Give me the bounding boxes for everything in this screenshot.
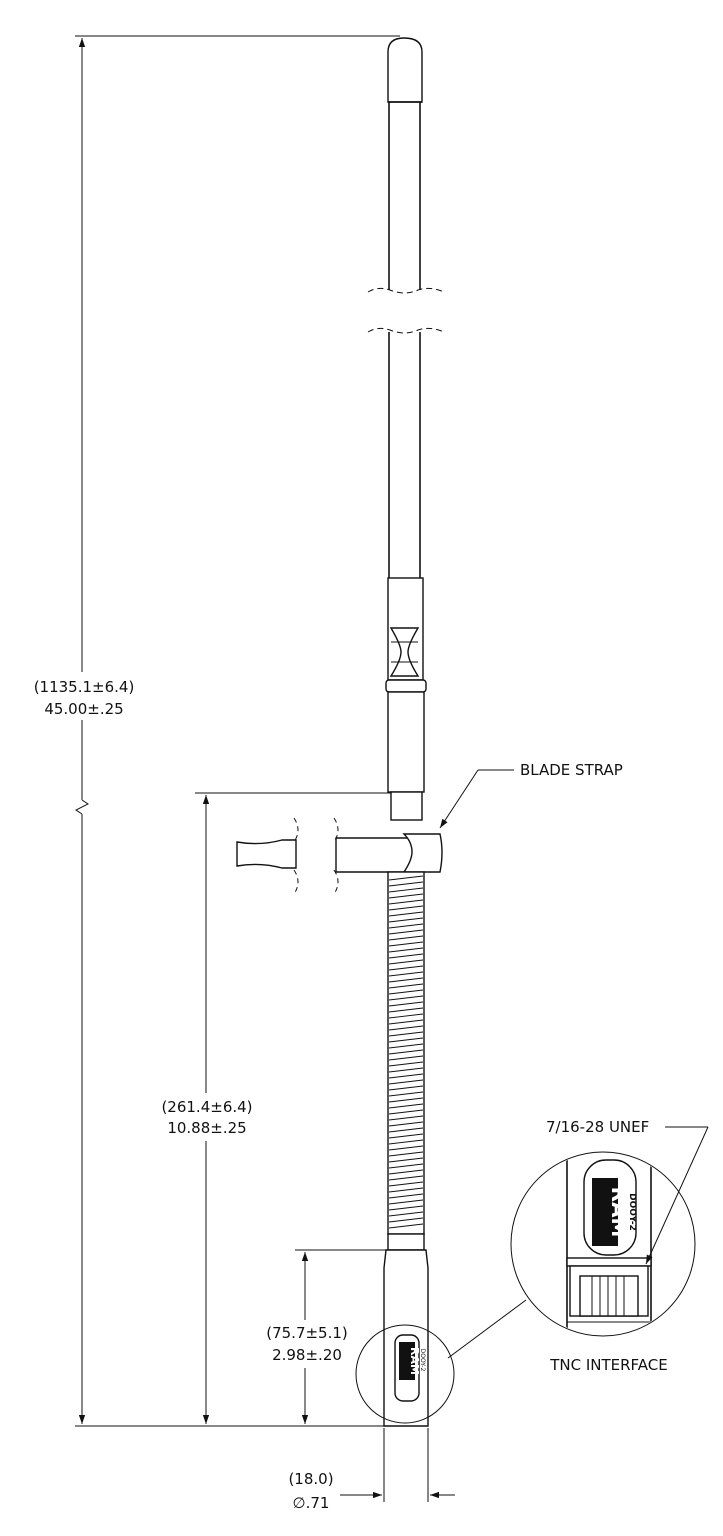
diameter-metric: (18.0) — [288, 1470, 333, 1488]
blade-strap-label: BLADE STRAP — [520, 761, 623, 779]
spring-coil — [388, 1109, 424, 1115]
spring-coil — [388, 1139, 424, 1145]
antenna-whip — [367, 37, 445, 578]
spring-coil — [388, 1205, 424, 1211]
spring-coil — [388, 881, 424, 887]
spring-coil — [388, 965, 424, 971]
spring-coil — [388, 1037, 424, 1043]
spring-coil — [388, 1133, 424, 1139]
blade-strap-leader — [439, 769, 514, 829]
dimension-overall-height — [75, 38, 89, 1424]
spring-coil — [388, 1097, 424, 1103]
spring-coil — [388, 1019, 424, 1025]
spring-coil — [388, 935, 424, 941]
spring-coil — [388, 1055, 424, 1061]
spring-coil — [388, 1073, 424, 1079]
detail-logo-model: DOOY-2 — [627, 1193, 637, 1231]
spring-coil — [388, 1025, 424, 1031]
spring-coil — [388, 1043, 424, 1049]
spring-coil — [388, 929, 424, 935]
extension-lines — [75, 35, 429, 1502]
spring-coil — [388, 941, 424, 947]
base-height-metric: (75.7±5.1) — [266, 1324, 348, 1342]
spring-coil — [388, 899, 424, 905]
spring-coil — [388, 923, 424, 929]
spring-coil — [388, 1085, 424, 1091]
spring-coil — [388, 983, 424, 989]
spring-coil — [388, 1163, 424, 1169]
thread-label: 7/16-28 UNEF — [546, 1118, 649, 1136]
spring-coil — [388, 893, 424, 899]
spring-coil — [388, 1145, 424, 1151]
spring-coil — [388, 1049, 424, 1055]
spring-coil — [388, 1175, 424, 1181]
tnc-detail-view: RAM DOOY-2 — [447, 1151, 696, 1359]
spring-coil — [388, 1091, 424, 1097]
spring-coil — [388, 1061, 424, 1067]
spring-coil — [388, 917, 424, 923]
diameter-imperial: ∅.71 — [293, 1494, 330, 1512]
spring-coil — [388, 1115, 424, 1121]
spring-coil — [388, 1067, 424, 1073]
spring-coil — [388, 989, 424, 995]
spring-coil — [388, 1079, 424, 1085]
spring-coil — [388, 1007, 424, 1013]
base-logo-brand: RAM — [408, 1347, 421, 1375]
blade-strap — [236, 817, 443, 895]
base-height-imperial: 2.98±.20 — [272, 1346, 342, 1364]
spring-coil — [388, 1127, 424, 1133]
overall-height-imperial: 45.00±.25 — [44, 700, 123, 718]
spring-coil — [388, 1031, 424, 1037]
spring-coil — [388, 1151, 424, 1157]
spring-coil — [388, 887, 424, 893]
spring-coil — [388, 1001, 424, 1007]
spring-coil — [388, 1193, 424, 1199]
detail-logo-brand: RAM — [607, 1187, 631, 1238]
spring-coil — [388, 1121, 424, 1127]
spring-shaft — [387, 871, 425, 1235]
spring-coil — [388, 1199, 424, 1205]
spring-coil — [388, 959, 424, 965]
tnc-interface-label: TNC INTERFACE — [549, 1356, 668, 1374]
spring-coil — [388, 995, 424, 1001]
spring-coil — [388, 1211, 424, 1217]
spring-coil — [388, 905, 424, 911]
spring-coil — [388, 1217, 424, 1223]
spring-coil — [388, 953, 424, 959]
thread-leader — [645, 1126, 709, 1265]
spring-coil — [388, 1169, 424, 1175]
antenna-coupling — [385, 577, 427, 821]
strap-to-base-imperial: 10.88±.25 — [167, 1119, 246, 1137]
spring-coil — [388, 971, 424, 977]
base-logo-model: DOOY-2 — [419, 1349, 426, 1372]
spring-coil — [388, 911, 424, 917]
overall-height-metric: (1135.1±6.4) — [34, 678, 135, 696]
spring-coil — [388, 1187, 424, 1193]
spring-coil — [388, 1157, 424, 1163]
spring-coil — [388, 977, 424, 983]
spring-coil — [388, 1013, 424, 1019]
spring-coil — [388, 1223, 424, 1229]
spring-coil — [388, 1181, 424, 1187]
spring-coil — [388, 947, 424, 953]
spring-coil — [388, 875, 424, 881]
base-detail-circle — [355, 1324, 455, 1424]
spring-coil — [388, 1103, 424, 1109]
strap-to-base-metric: (261.4±6.4) — [161, 1098, 252, 1116]
antenna-base: RAM DOOY-2 — [383, 1233, 429, 1427]
